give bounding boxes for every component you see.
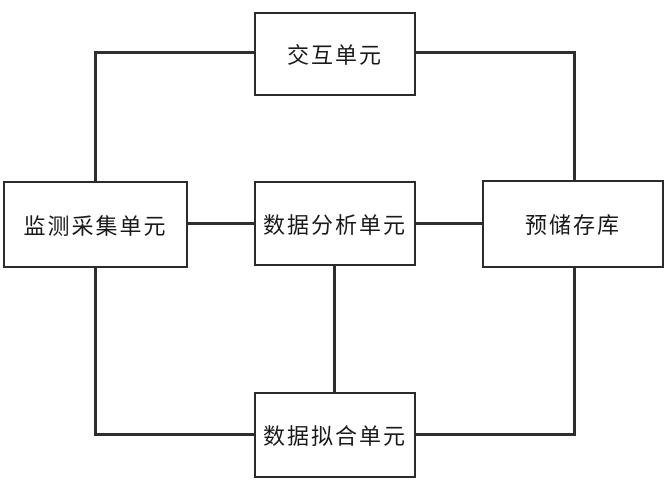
edge-analysis-to-storage [416, 222, 482, 225]
node-monitoring-collection-unit: 监测采集单元 [3, 181, 188, 268]
node-pre-storage-repository: 预储存库 [482, 180, 664, 268]
node-data-fitting-unit-label: 数据拟合单元 [262, 424, 407, 449]
edge-interaction-to-storage-horizontal [416, 51, 576, 54]
node-data-analysis-unit: 数据分析单元 [254, 181, 416, 266]
edge-interaction-to-storage-vertical [573, 51, 576, 180]
edge-monitor-to-fitting-vertical [94, 268, 97, 436]
edge-monitor-to-analysis [188, 222, 254, 225]
node-interaction-unit-label: 交互单元 [286, 43, 383, 68]
edge-interaction-to-monitor-horizontal [94, 51, 254, 54]
node-interaction-unit: 交互单元 [254, 12, 416, 96]
node-pre-storage-repository-label: 预储存库 [524, 213, 621, 238]
edge-storage-to-fitting-horizontal [416, 433, 576, 436]
node-monitoring-collection-unit-label: 监测采集单元 [23, 213, 168, 239]
edge-interaction-to-monitor-vertical [94, 51, 97, 181]
edge-analysis-to-fitting [333, 266, 336, 392]
node-data-analysis-unit-label: 数据分析单元 [262, 212, 407, 238]
edge-monitor-to-fitting-horizontal [94, 433, 254, 436]
node-data-fitting-unit: 数据拟合单元 [254, 392, 416, 478]
edge-storage-to-fitting-vertical [573, 268, 576, 436]
